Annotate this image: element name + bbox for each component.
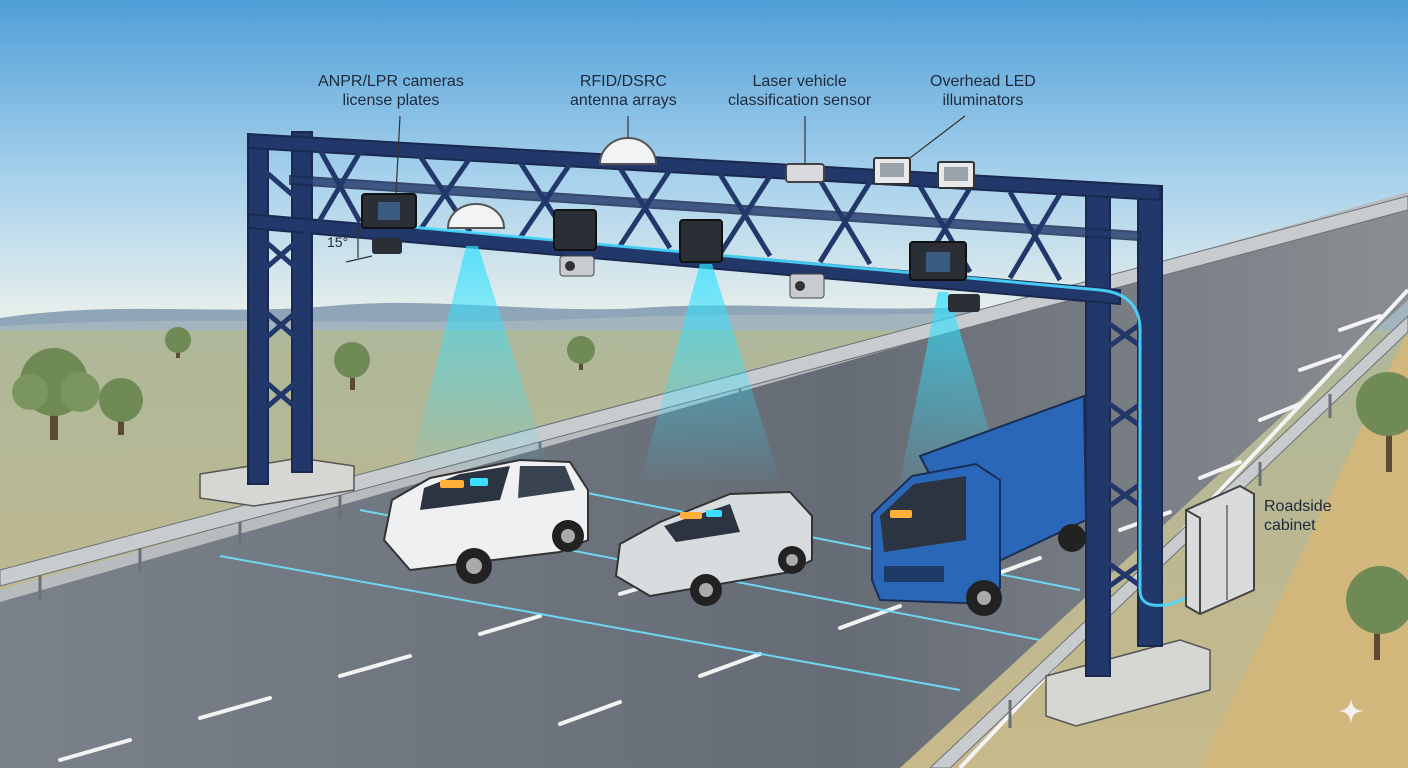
rfid-unit-icon: [553, 209, 597, 277]
sparkle-icon: [1338, 698, 1364, 724]
led-illuminator-icon: [937, 161, 975, 189]
highway-road: [0, 200, 1408, 768]
anpr-label-line2: license plates: [342, 92, 440, 109]
right-footing: [1045, 639, 1211, 727]
roadside-cabinet-label: Roadside cabinet: [1264, 497, 1332, 535]
laser-sensor-label: Laser vehicle classification sensor: [728, 72, 871, 110]
anpr-camera-icon: [909, 241, 980, 312]
rfid-label-line2: antenna arrays: [570, 92, 677, 109]
sedan-vehicle: [614, 490, 813, 606]
led-label-line2: illuminators: [942, 92, 1024, 109]
right-verge: [1200, 330, 1408, 768]
suv-vehicle: [382, 458, 589, 584]
rfid-antenna-dome-icon: [598, 137, 658, 165]
anpr-label-line1: ANPR/LPR cameras: [318, 73, 464, 90]
tree: [334, 342, 370, 390]
trees: [12, 327, 1408, 660]
rfid-antenna-dome-icon: [446, 203, 506, 229]
tree: [1356, 372, 1408, 472]
leader-lines: [395, 115, 966, 195]
led-illuminator-icon: [873, 157, 911, 185]
beam-center: [640, 264, 780, 480]
rfid-unit-icon: [789, 273, 825, 299]
anpr-cameras-label: ANPR/LPR cameras license plates: [318, 72, 464, 110]
laser-sensor-icon: [785, 163, 825, 183]
cabinet-label-line1: Roadside: [1264, 498, 1332, 515]
rfid-unit-icon: [679, 219, 723, 263]
angle-arrow-tick: [345, 255, 373, 263]
led-label-line1: Overhead LED: [930, 73, 1036, 90]
laser-label-line1: Laser vehicle: [752, 73, 847, 90]
rfid-antenna-label: RFID/DSRC antenna arrays: [570, 72, 677, 110]
tree: [1346, 566, 1408, 660]
tree: [567, 336, 595, 370]
roadside-cabinet-icon: [1185, 484, 1255, 616]
rfid-label-line1: RFID/DSRC: [579, 73, 667, 90]
anpr-camera-icon: [361, 193, 417, 254]
data-cable: [399, 224, 1211, 607]
tree: [99, 378, 143, 435]
right-guardrail: [929, 315, 1408, 768]
cabinet-label-line2: cabinet: [1264, 517, 1316, 534]
led-illuminators-label: Overhead LED illuminators: [930, 72, 1036, 110]
lane-markings: [58, 314, 1382, 762]
beam-left: [410, 246, 550, 470]
truck-vehicle: [871, 394, 1088, 616]
tree: [12, 348, 100, 440]
laser-label-line2: classification sensor: [728, 92, 872, 109]
camera-angle-label: 15°: [327, 234, 349, 250]
tree: [165, 327, 191, 358]
